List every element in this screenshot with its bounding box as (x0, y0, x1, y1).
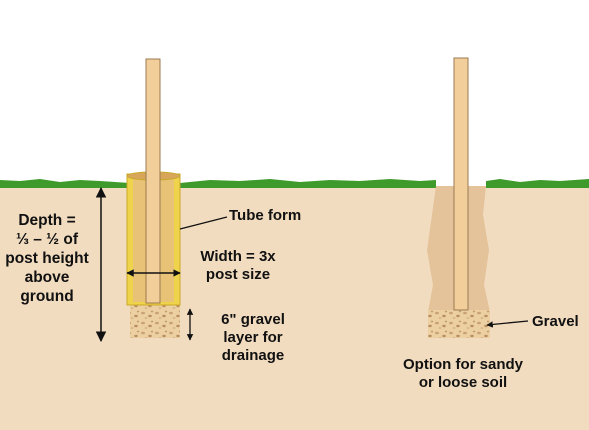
post-right (453, 57, 469, 311)
grass-right (486, 179, 589, 188)
width-label: Width = 3x post size (188, 248, 288, 284)
gravel-bed-right (428, 310, 490, 338)
depth-line-1: Depth = (18, 212, 76, 229)
option-label: Option for sandy or loose soil (388, 356, 538, 392)
option-line-1: Option for sandy (403, 356, 523, 373)
depth-line-3: post height (5, 250, 89, 267)
option-line-2: or loose soil (418, 374, 508, 391)
width-line-2: post size (205, 266, 271, 283)
tube-form-leader (179, 216, 228, 230)
gravel-label: Gravel (532, 313, 579, 330)
post-left (145, 58, 161, 304)
gravel-text: Gravel (532, 313, 579, 330)
gravel-layer-line-3: drainage (221, 347, 285, 364)
grass-left (0, 179, 436, 188)
gravel-layer-line-1: 6" gravel (221, 311, 285, 328)
depth-line-5: ground (20, 288, 74, 305)
width-line-1: Width = 3x (200, 248, 276, 265)
depth-line-4: above (24, 269, 70, 286)
gravel-layer-label: 6" gravel layer for drainage (208, 311, 298, 365)
gravel-layer-line-2: layer for (223, 329, 283, 346)
gravel-leader (486, 320, 529, 328)
gravel-bed-left (130, 302, 180, 338)
depth-label: Depth = ⅓ – ½ of post height above groun… (0, 211, 94, 306)
tube-form-label: Tube form (229, 207, 301, 224)
tube-form-text: Tube form (229, 207, 302, 224)
depth-line-2: ⅓ – ½ of (15, 231, 79, 248)
